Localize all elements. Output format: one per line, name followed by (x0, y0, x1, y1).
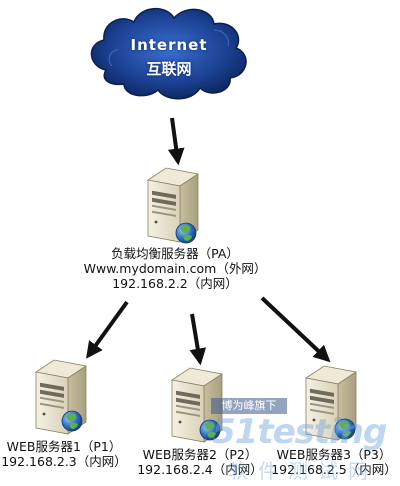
arrow-cloud-to-lb (167, 117, 185, 166)
arrow-lb-to-server1 (86, 300, 129, 359)
load-balancer-domain: Www.mydomain.com（外网） (83, 261, 267, 276)
load-balancer-globe-icon (175, 222, 197, 244)
web-server-3-name: WEB服务器3（P3） (276, 447, 392, 462)
web-server-2-ip: 192.168.2.4（内网） (137, 462, 263, 477)
watermark-subtitle: 软件测试网 (228, 459, 378, 483)
web-server-3-ip: 192.168.2.5（内网） (271, 462, 397, 477)
watermark-banner: 博为峰旗下 (211, 398, 287, 414)
web-server-2-label: WEB服务器2（P2） 192.168.2.4（内网） (136, 447, 264, 477)
web-server-1-name: WEB服务器1（P1） (6, 439, 122, 454)
arrow-lb-to-server3 (260, 296, 331, 363)
web-server-1-ip: 192.168.2.3（内网） (1, 454, 127, 469)
web-server-3-label: WEB服务器3（P3） 192.168.2.5（内网） (270, 447, 398, 477)
load-balancer-ip: 192.168.2.2（内网） (112, 276, 238, 291)
cloud-label-cn: 互联网 (146, 60, 192, 78)
load-balancer-label: 负载均衡服务器（PA） Www.mydomain.com（外网） 192.168… (70, 246, 280, 291)
web-server-2-name: WEB服务器2（P2） (142, 447, 258, 462)
watermark-logo: 51testing (212, 412, 387, 452)
load-balancer-name: 负载均衡服务器（PA） (111, 246, 239, 261)
web-server-1-globe-icon (61, 410, 83, 432)
arrow-lb-to-server2 (189, 313, 207, 366)
cloud-label-en: Internet (130, 36, 208, 54)
web-server-1-label: WEB服务器1（P1） 192.168.2.3（内网） (0, 439, 128, 469)
internet-cloud-icon (90, 8, 247, 100)
